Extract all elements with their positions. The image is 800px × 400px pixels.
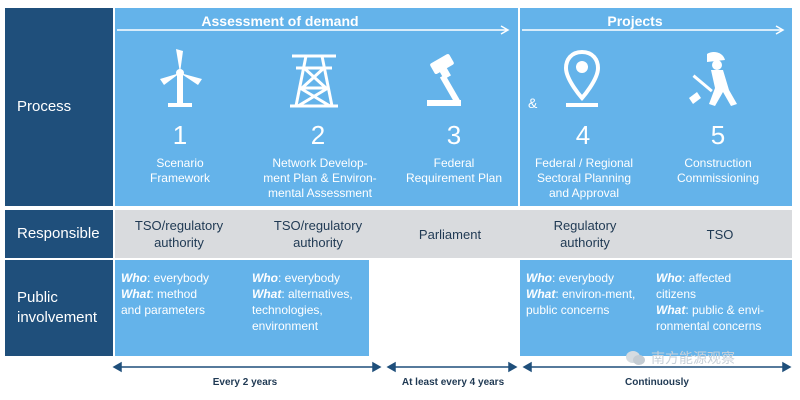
- gavel-icon: [427, 54, 461, 106]
- timeline-label-a: Every 2 years: [212, 377, 278, 388]
- step-4-title: Federal / Regional Sectoral Planning and…: [534, 156, 634, 200]
- public-panel-left: [115, 260, 369, 356]
- public-text-1: Who: everybody What: method and paramete…: [121, 271, 210, 317]
- row-label-process: Process: [5, 8, 113, 206]
- watermark-text: 南方能源观察: [651, 350, 735, 366]
- demand-header: Assessment of demand: [201, 13, 359, 29]
- responsible-cell-5: TSO: [706, 226, 734, 242]
- step-3-number: 3: [446, 120, 462, 150]
- step-5-number: 5: [710, 120, 726, 150]
- public-text-3: Who: everybody What: environ-ment, publi…: [526, 271, 636, 317]
- step-5-title: Construction Commissioning: [676, 156, 760, 185]
- row-label-public: Public involvement: [5, 260, 113, 356]
- timeline-label-c: Continuously: [625, 377, 689, 388]
- watermark: 南方能源观察: [625, 348, 735, 368]
- step-1-number: 1: [172, 120, 188, 150]
- step-2-number: 2: [310, 120, 326, 150]
- public-panel-right: [520, 260, 792, 356]
- timeline-label-b: At least every 4 years: [401, 377, 505, 388]
- responsible-row: [115, 210, 792, 258]
- responsible-cell-3: Parliament: [418, 226, 482, 242]
- chat-icon: [626, 351, 645, 365]
- public-text-4: Who: affected citizens What: public & en…: [656, 271, 765, 333]
- step-3-title: Federal Requirement Plan: [405, 156, 503, 185]
- projects-arrow: [522, 25, 785, 35]
- public-text-2: Who: everybody What: alternatives, techn…: [252, 271, 353, 333]
- public-label-line2: involvement: [17, 309, 98, 326]
- construction-worker-icon: [689, 52, 737, 106]
- demand-arrow: [117, 25, 510, 35]
- ampersand-text: &: [528, 95, 538, 111]
- timeline-arrows: [112, 361, 792, 373]
- responsible-label: Responsible: [17, 225, 100, 242]
- wind-turbine-icon: [160, 49, 202, 107]
- row-label-responsible: Responsible: [5, 210, 113, 258]
- projects-header: Projects: [607, 13, 663, 29]
- public-label-line1: Public: [17, 289, 58, 306]
- step-1-title: Scenario Framework: [149, 156, 210, 185]
- step-2-title: Network Develop- ment Plan & Environ- me…: [263, 156, 377, 200]
- step-4-number: 4: [575, 120, 591, 150]
- process-label: Process: [17, 98, 72, 115]
- location-pin-icon: [563, 49, 601, 107]
- power-tower-icon: [290, 54, 338, 108]
- projects-panel: [518, 6, 794, 208]
